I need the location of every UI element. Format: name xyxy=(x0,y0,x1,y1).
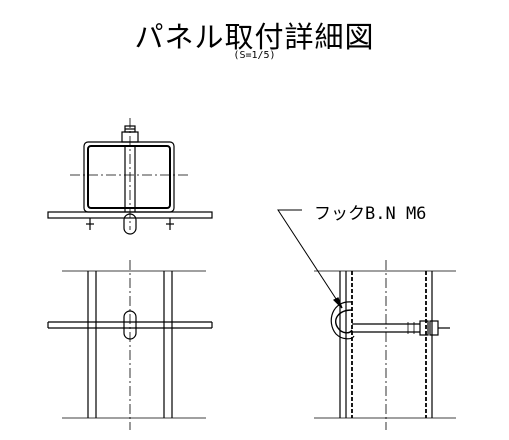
side-view-right xyxy=(277,209,456,430)
front-view-left xyxy=(47,260,213,430)
top-view-section xyxy=(47,118,213,235)
drawing-title: パネル取付詳細図 xyxy=(134,20,375,54)
callout-leader xyxy=(277,209,343,309)
drawing-scale: (S=1/5) xyxy=(233,50,276,61)
hook-bolt-callout-label: フックB.N M6 xyxy=(314,204,427,224)
